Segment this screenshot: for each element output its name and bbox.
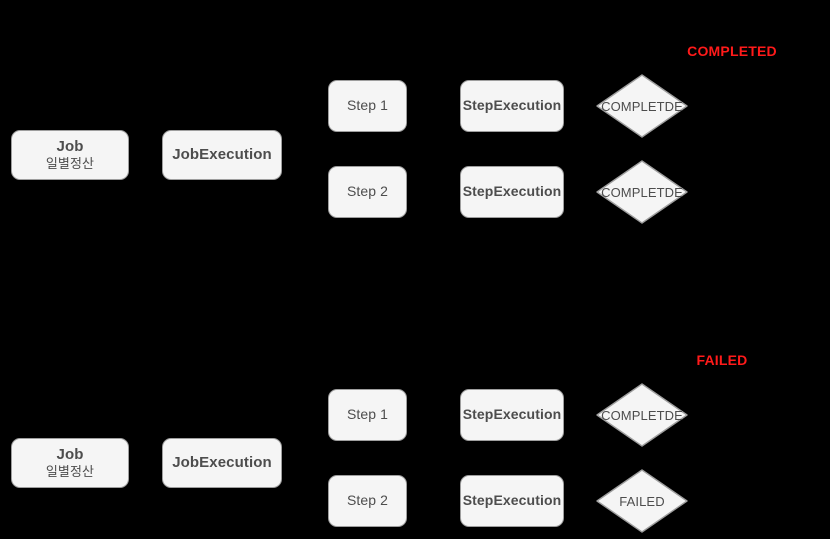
diamond-shape-icon xyxy=(596,74,688,138)
status-diamond-label: COMPLETDE xyxy=(601,407,683,423)
node-step-1-completed[interactable]: Step 1 xyxy=(328,80,407,132)
status-diamond-label: FAILED xyxy=(619,493,665,509)
node-step-execution-title: StepExecution xyxy=(462,183,562,200)
node-job-execution-completed[interactable]: JobExecution xyxy=(162,130,282,180)
status-diamond-step-2-completed[interactable]: COMPLETDE xyxy=(596,160,688,224)
node-step-title: Step 1 xyxy=(346,97,389,114)
diamond-shape-icon xyxy=(596,469,688,533)
node-step-execution-title: StepExecution xyxy=(462,406,562,423)
status-diamond-step-1-completed[interactable]: COMPLETDE xyxy=(596,74,688,138)
diamond-shape-icon xyxy=(596,383,688,447)
node-job-failed[interactable]: Job 일별정산 xyxy=(11,438,129,488)
status-diamond-step-2-failed[interactable]: FAILED xyxy=(596,469,688,533)
node-step-title: Step 2 xyxy=(346,492,389,509)
node-job-title: Job xyxy=(56,137,84,155)
node-step-execution-2-completed[interactable]: StepExecution xyxy=(460,166,564,218)
status-diamond-label: COMPLETDE xyxy=(601,184,683,200)
node-step-title: Step 1 xyxy=(346,406,389,423)
node-job-subtitle: 일별정산 xyxy=(45,156,95,172)
node-step-execution-title: StepExecution xyxy=(462,97,562,114)
status-diamond-step-1-failed[interactable]: COMPLETDE xyxy=(596,383,688,447)
node-job-execution-title: JobExecution xyxy=(172,453,272,471)
node-step-2-failed[interactable]: Step 2 xyxy=(328,475,407,527)
outcome-label-failed: FAILED xyxy=(696,352,748,368)
node-step-execution-1-failed[interactable]: StepExecution xyxy=(460,389,564,441)
node-step-1-failed[interactable]: Step 1 xyxy=(328,389,407,441)
node-step-title: Step 2 xyxy=(346,183,389,200)
status-diamond-label: COMPLETDE xyxy=(601,98,683,114)
node-job-execution-failed[interactable]: JobExecution xyxy=(162,438,282,488)
diamond-shape-icon xyxy=(596,160,688,224)
node-job-execution-title: JobExecution xyxy=(172,145,272,163)
node-job-completed[interactable]: Job 일별정산 xyxy=(11,130,129,180)
node-step-execution-2-failed[interactable]: StepExecution xyxy=(460,475,564,527)
node-step-execution-1-completed[interactable]: StepExecution xyxy=(460,80,564,132)
node-job-title: Job xyxy=(56,445,84,463)
node-step-execution-title: StepExecution xyxy=(462,492,562,509)
node-step-2-completed[interactable]: Step 2 xyxy=(328,166,407,218)
node-job-subtitle: 일별정산 xyxy=(45,464,95,480)
outcome-label-completed: COMPLETED xyxy=(687,43,777,59)
